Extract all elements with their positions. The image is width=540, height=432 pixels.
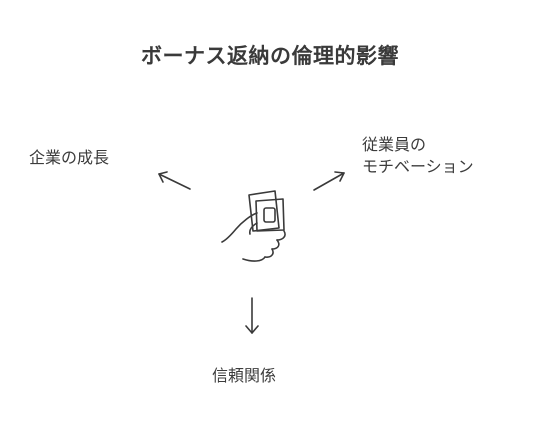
arrow-to-employee-motivation: [313, 171, 345, 191]
branch-label-company-growth: 企業の成長: [29, 148, 110, 167]
arrow-to-company-growth: [158, 171, 191, 190]
branch-label-employee-motivation-line1: 従業員の: [362, 135, 427, 154]
branch-label-employee-motivation: 従業員の モチベーション: [362, 134, 474, 178]
hand-holding-money-icon: [221, 190, 286, 262]
branch-label-trust: 信頼関係: [212, 366, 277, 385]
branch-label-employee-motivation-line2: モチベーション: [362, 157, 474, 176]
diagram-title: ボーナス返納の倫理的影響: [141, 44, 399, 68]
arrow-to-trust: [245, 297, 259, 334]
